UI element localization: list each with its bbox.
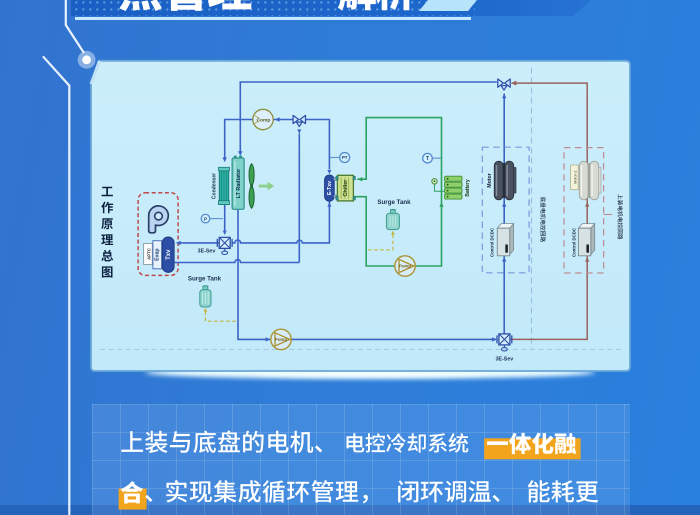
svg-text:PT: PT xyxy=(342,155,348,160)
svg-text:Battery: Battery xyxy=(465,179,471,196)
svg-text:Surge Tank: Surge Tank xyxy=(377,199,411,206)
svg-text:E-Txv: E-Txv xyxy=(327,181,333,195)
svg-text:3E-Sev: 3E-Sev xyxy=(198,248,216,254)
svg-text:Chiller: Chiller xyxy=(343,179,349,197)
svg-text:Txv: Txv xyxy=(166,249,172,260)
svg-text:LT Radiator: LT Radiator xyxy=(236,168,242,198)
svg-text:Motor-1: Motor-1 xyxy=(572,171,577,184)
svg-text:Comp: Comp xyxy=(256,117,270,123)
svg-text:Evap: Evap xyxy=(154,248,160,260)
svg-text:Motor: Motor xyxy=(487,173,493,187)
svg-text:Pump: Pump xyxy=(399,264,412,269)
svg-text:Pump: Pump xyxy=(275,337,288,342)
svg-text:Condenser: Condenser xyxy=(211,173,217,199)
svg-text:Control DCDC: Control DCDC xyxy=(572,228,577,257)
svg-text:Control DCDC: Control DCDC xyxy=(490,228,495,257)
svg-text:Surge Tank: Surge Tank xyxy=(188,276,222,283)
svg-text:T: T xyxy=(426,156,429,162)
svg-text:3E-Sev: 3E-Sev xyxy=(496,357,514,363)
svg-text:P: P xyxy=(204,216,207,221)
svg-text:APTC: APTC xyxy=(146,248,151,260)
